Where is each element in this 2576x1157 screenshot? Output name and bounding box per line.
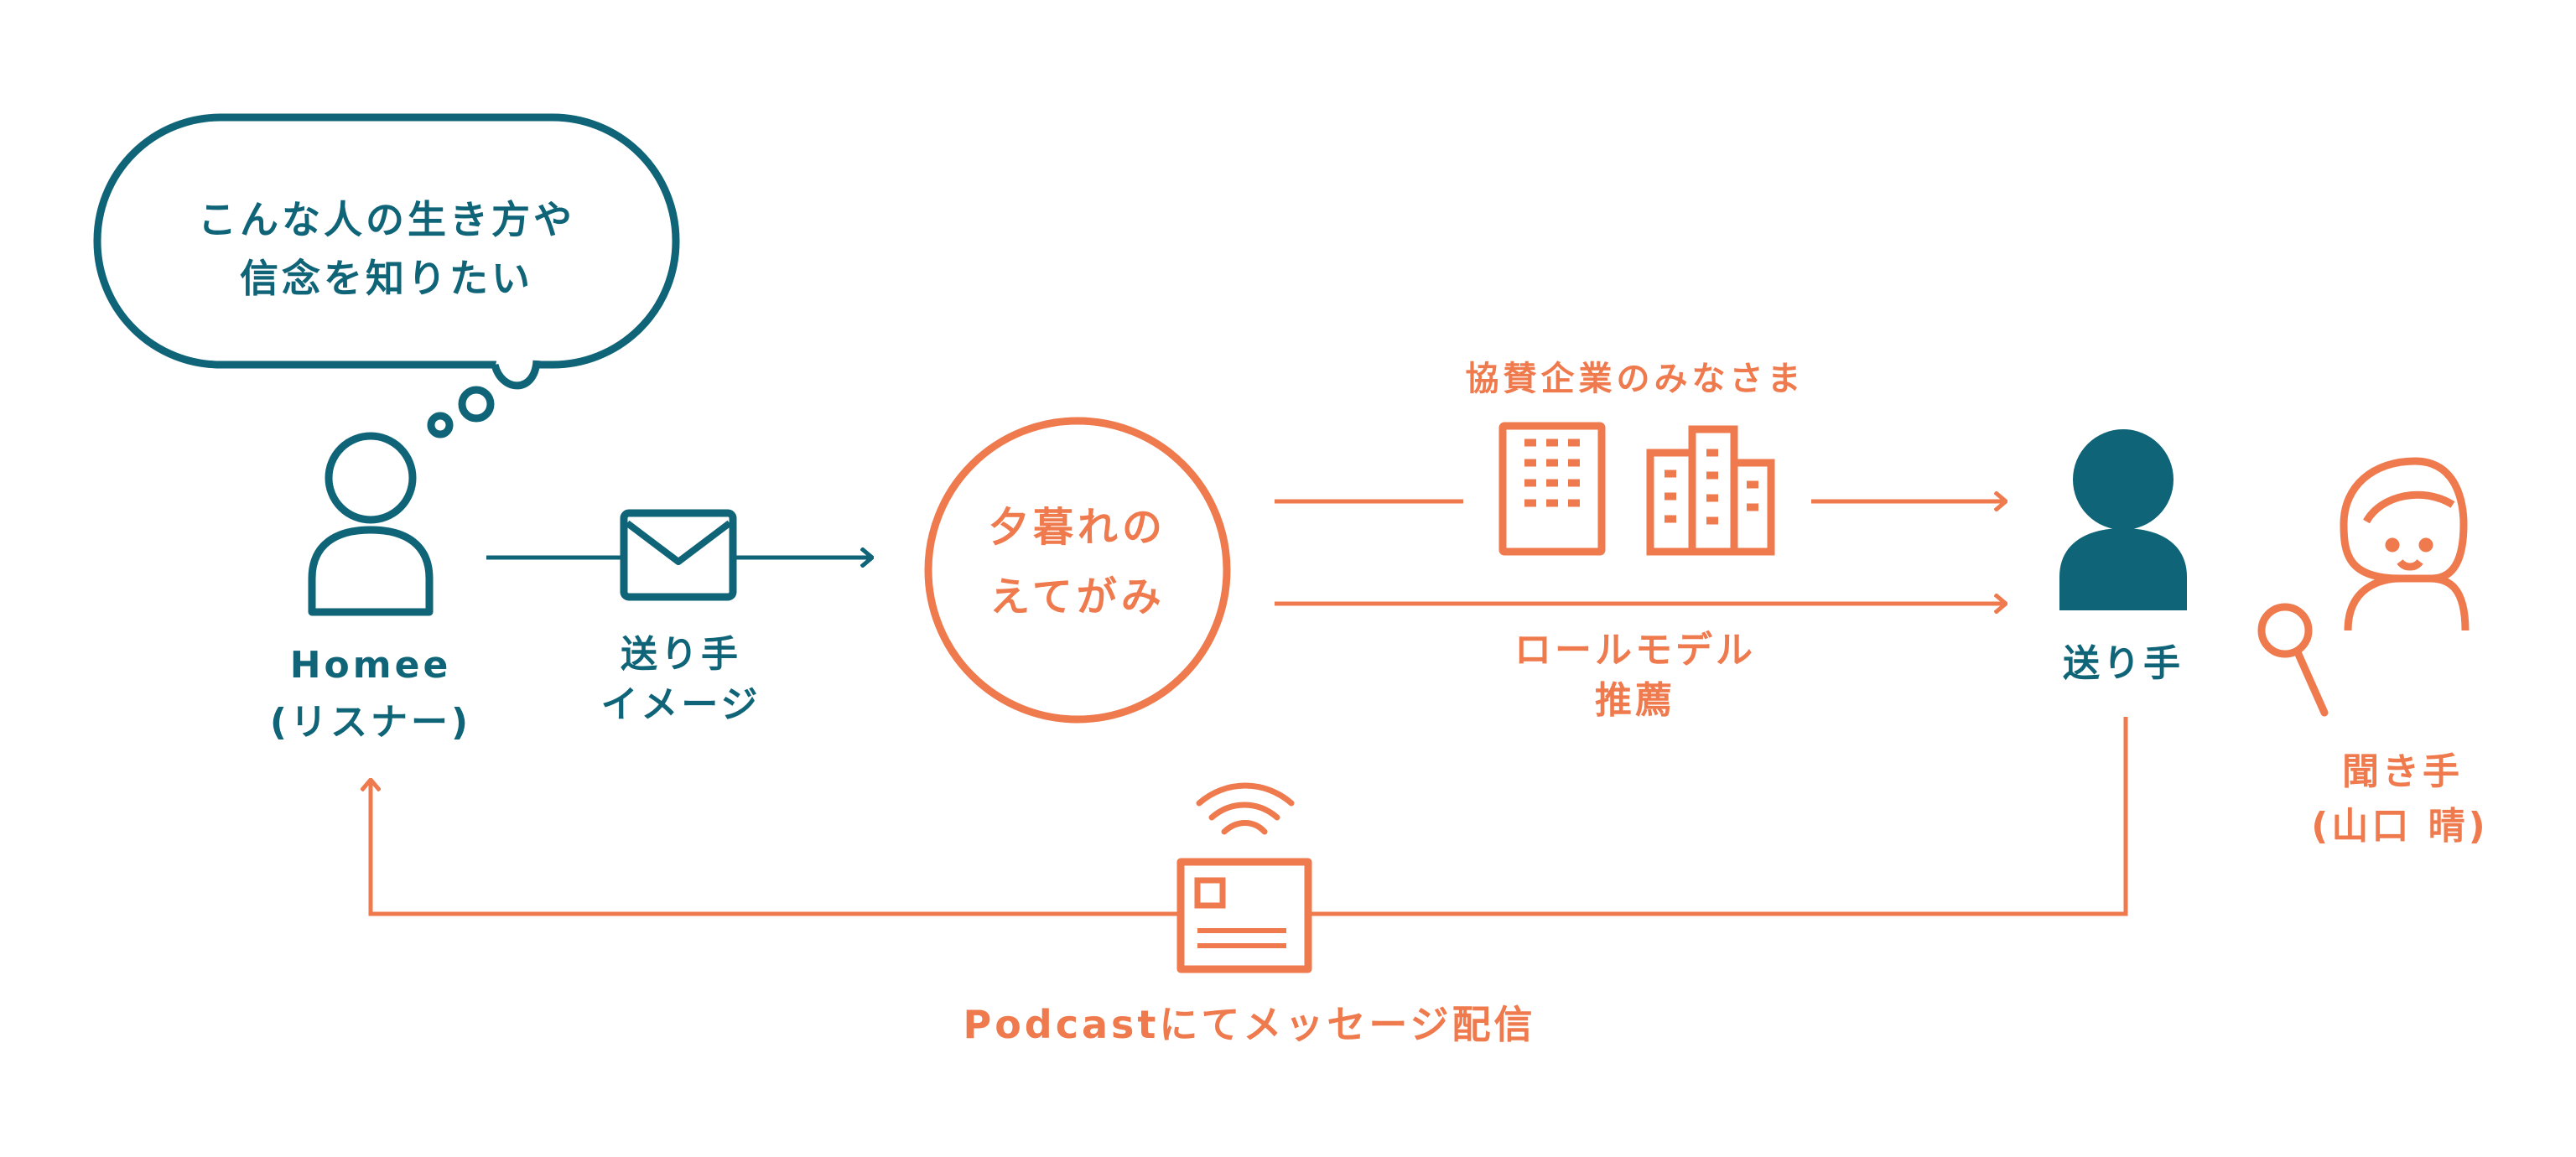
listener-role: (リスナー) [270,701,471,744]
interviewer-line1: 聞き手 [2342,750,2463,793]
program-circle [924,417,1231,724]
bubble-text-line1: こんな人の生き方や [198,197,575,242]
sender-label: 送り手 [2063,642,2184,685]
listener-name: Homee [290,644,452,687]
thought-bubble [93,113,680,438]
sender-image-line1: 送り手 [621,633,741,676]
microphone-icon [2257,603,2329,717]
sender-person-icon [2059,429,2187,610]
bubble-text-line2: 信念を知りたい [240,256,533,301]
interviewer-icon [2340,457,2470,631]
program-title-line2: えてがみ [989,573,1166,620]
recommend-line1: ロールモデル [1514,629,1756,672]
sponsors-label: 協賛企業のみなさま [1466,360,1805,398]
podcast-label: Podcastにてメッセージ配信 [963,1002,1535,1047]
interviewer-line2: (山口 晴) [2311,805,2489,848]
recommend-line2: 推薦 [1595,679,1675,722]
building-icon [1498,422,1775,556]
radio-icon [1176,782,1312,973]
program-title-line1: 夕暮れの [989,504,1166,551]
listener-person-icon [308,432,434,616]
sender-image-line2: イメージ [600,683,761,726]
envelope-icon [620,509,737,601]
